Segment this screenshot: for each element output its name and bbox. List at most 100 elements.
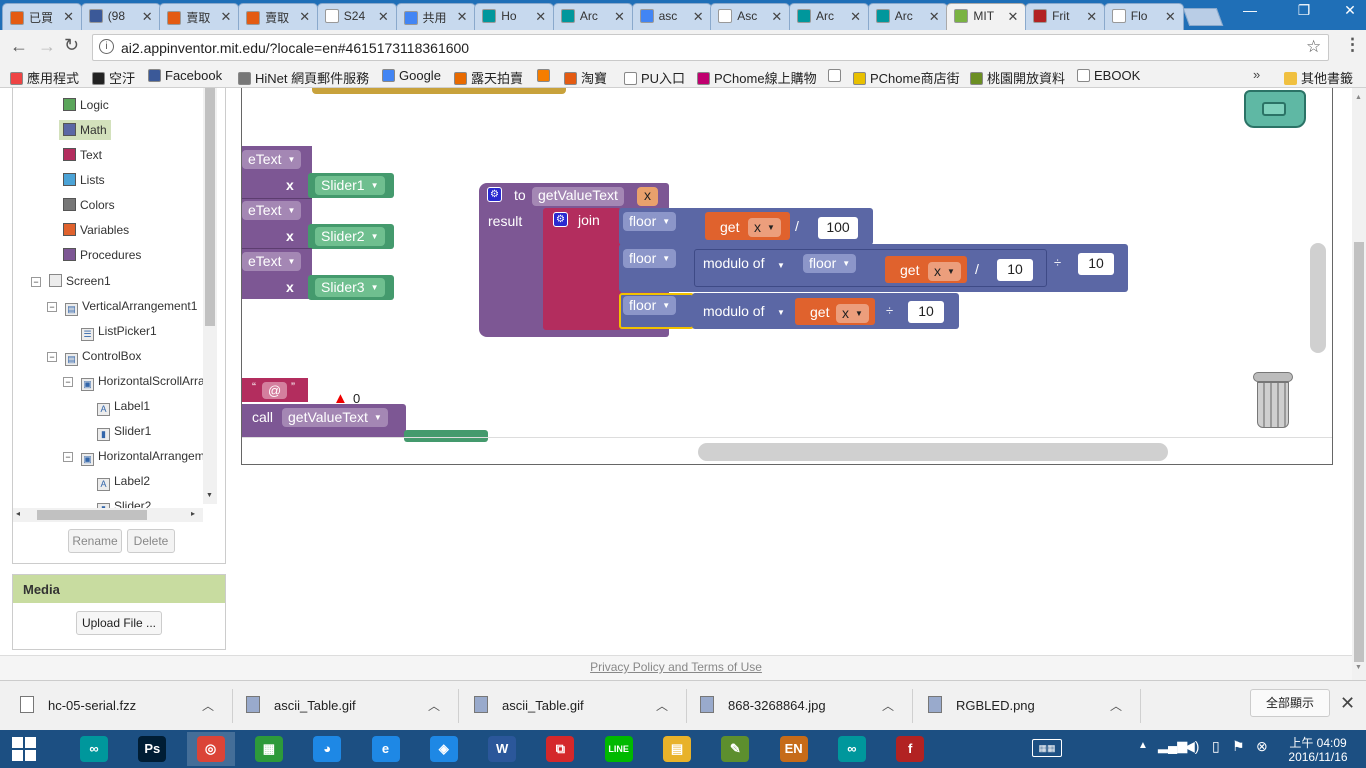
- palette-item[interactable]: Text: [59, 145, 106, 165]
- taskbar-app[interactable]: ◎: [186, 732, 235, 766]
- palette-item[interactable]: Math: [59, 120, 111, 140]
- browser-tab[interactable]: Flo✕: [1103, 3, 1184, 30]
- slider2-dropdown[interactable]: Slider2▼: [315, 227, 385, 246]
- slider3-dropdown[interactable]: Slider3▼: [315, 278, 385, 297]
- download-item[interactable]: RGBLED.png: [956, 698, 1035, 713]
- bookmark-item[interactable]: [828, 68, 845, 83]
- address-bar[interactable]: i ai2.appinventor.mit.edu/?locale=en#461…: [92, 34, 1329, 61]
- browser-tab[interactable]: asc✕: [631, 3, 712, 30]
- forward-icon[interactable]: →: [38, 36, 56, 56]
- page-scrollbar[interactable]: ▲ ▼: [1352, 88, 1366, 680]
- partial-block-top[interactable]: [312, 88, 566, 94]
- bookmark-item[interactable]: EBOOK: [1077, 68, 1140, 83]
- close-tab-icon[interactable]: ✕: [299, 9, 311, 24]
- download-item[interactable]: hc-05-serial.fzz: [48, 698, 137, 713]
- browser-tab[interactable]: Frit✕: [1025, 3, 1106, 30]
- windows-start-icon[interactable]: [12, 737, 36, 761]
- number-10[interactable]: 10: [908, 301, 944, 323]
- backpack-icon[interactable]: [1244, 90, 1306, 128]
- scroll-up-icon[interactable]: ▲: [1355, 94, 1362, 101]
- procedure-name-field[interactable]: getValueText: [532, 187, 624, 206]
- taskbar-app[interactable]: e: [362, 732, 410, 766]
- floor-dropdown-1[interactable]: floor▼: [623, 212, 677, 231]
- bookmark-item[interactable]: 桃園開放資料: [970, 68, 1065, 87]
- property-dropdown-3[interactable]: eText▼: [242, 252, 302, 271]
- bookmark-item[interactable]: [537, 68, 554, 83]
- bookmark-item[interactable]: PChome線上購物: [697, 68, 817, 87]
- palette-item[interactable]: Logic: [59, 95, 113, 115]
- upload-file-button[interactable]: Upload File ...: [76, 611, 162, 635]
- collapse-toggle[interactable]: −: [31, 277, 41, 287]
- text-at-value[interactable]: @: [262, 382, 288, 399]
- workspace-vscroll[interactable]: [1310, 243, 1326, 353]
- taskbar-app[interactable]: ▦: [245, 732, 293, 766]
- close-tab-icon[interactable]: ✕: [220, 9, 232, 24]
- close-downloads-icon[interactable]: ✕: [1340, 693, 1356, 713]
- download-item[interactable]: 868-3268864.jpg: [728, 698, 826, 713]
- browser-tab[interactable]: Arc✕: [789, 3, 869, 30]
- palette-item[interactable]: Lists: [59, 170, 109, 190]
- taskbar-app[interactable]: ▤: [653, 732, 701, 766]
- taskbar-app[interactable]: EN: [770, 732, 818, 766]
- slider1-dropdown[interactable]: Slider1▼: [315, 176, 385, 195]
- slider-block-partial[interactable]: [404, 430, 488, 442]
- close-tab-icon[interactable]: ✕: [771, 9, 783, 24]
- tree-vscroll-thumb[interactable]: [205, 88, 215, 326]
- component-item[interactable]: ▤ControlBox: [65, 349, 141, 366]
- close-tab-icon[interactable]: ✕: [141, 9, 153, 24]
- tree-vscroll[interactable]: ▼: [203, 88, 217, 504]
- floor-dropdown-2[interactable]: floor▼: [623, 249, 677, 268]
- trash-icon[interactable]: [1253, 372, 1293, 430]
- warning-icon[interactable]: ▲: [333, 390, 348, 407]
- tree-hscroll[interactable]: ◂ ▸: [13, 508, 203, 522]
- scroll-left-icon[interactable]: ◂: [16, 509, 21, 518]
- volume-icon[interactable]: ◀): [1184, 738, 1200, 754]
- call-proc-dropdown[interactable]: getValueText▼: [282, 408, 388, 427]
- close-tab-icon[interactable]: ✕: [1086, 9, 1098, 24]
- bookmark-item[interactable]: 應用程式: [10, 68, 79, 87]
- chevron-up-icon[interactable]: ︿: [428, 699, 441, 713]
- bookmark-item[interactable]: Facebook: [148, 68, 222, 83]
- flag-icon[interactable]: ⚑: [1232, 738, 1245, 754]
- browser-tab[interactable]: S24✕: [316, 3, 397, 30]
- modulo-block-1[interactable]: [694, 249, 1047, 287]
- chevron-up-icon[interactable]: ︿: [656, 699, 669, 713]
- taskbar-app[interactable]: ✎: [711, 732, 759, 766]
- taskbar-app[interactable]: LINE: [595, 732, 643, 766]
- close-tab-icon[interactable]: ✕: [535, 9, 547, 24]
- close-tab-icon[interactable]: ✕: [850, 9, 861, 24]
- minimize-icon[interactable]: —: [1243, 2, 1257, 18]
- clock-time[interactable]: 上午 04:09: [1289, 736, 1347, 750]
- number-100[interactable]: 100: [818, 217, 858, 239]
- taskbar-app[interactable]: ◈: [420, 732, 468, 766]
- close-tab-icon[interactable]: ✕: [377, 9, 389, 24]
- keyboard-icon[interactable]: ▦▦: [1032, 739, 1062, 757]
- more-bookmarks-icon[interactable]: »: [1253, 67, 1261, 82]
- tray-expand-icon[interactable]: ▲: [1138, 740, 1148, 751]
- taskbar-app[interactable]: f: [886, 732, 934, 766]
- reload-icon[interactable]: ↻: [64, 35, 80, 55]
- bookmark-item[interactable]: PU入口: [624, 68, 685, 87]
- close-tab-icon[interactable]: ✕: [613, 9, 625, 24]
- component-item[interactable]: ▣HorizontalArrangem: [81, 449, 205, 466]
- rename-button[interactable]: Rename: [68, 529, 122, 553]
- property-dropdown-2[interactable]: eText▼: [242, 201, 302, 220]
- component-item[interactable]: Screen1: [49, 274, 111, 288]
- floor-dropdown-3[interactable]: floor▼: [803, 254, 857, 273]
- component-item[interactable]: ▮Slider1: [97, 424, 151, 441]
- notification-icon[interactable]: ⊗: [1256, 738, 1268, 754]
- privacy-link[interactable]: Privacy Policy and Terms of Use: [590, 660, 762, 674]
- collapse-toggle[interactable]: −: [63, 377, 73, 387]
- browser-tab[interactable]: 共用✕: [395, 3, 476, 30]
- taskbar-app[interactable]: ⧉: [536, 732, 584, 766]
- bookmark-item[interactable]: Google: [382, 68, 441, 83]
- browser-tab[interactable]: Arc✕: [552, 3, 633, 30]
- taskbar-app[interactable]: Ps: [128, 732, 176, 766]
- collapse-toggle[interactable]: −: [47, 302, 57, 312]
- taskbar-app[interactable]: W: [478, 732, 526, 766]
- taskbar-app[interactable]: ∞: [70, 732, 118, 766]
- close-tab-icon[interactable]: ✕: [1007, 9, 1019, 24]
- property-dropdown-1[interactable]: eText▼: [242, 150, 302, 169]
- close-tab-icon[interactable]: ✕: [1164, 9, 1176, 24]
